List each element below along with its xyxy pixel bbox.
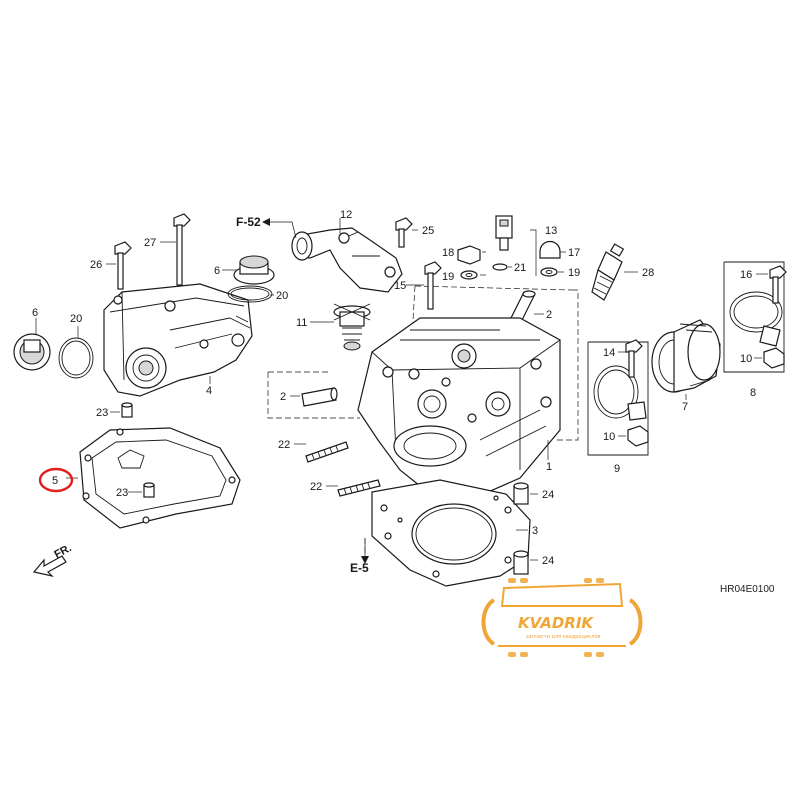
callout-20-left: 20 (70, 313, 82, 325)
callout-6-upper: 6 (214, 265, 220, 277)
clamp-9 (593, 365, 647, 421)
callout-22-upper: 22 (278, 439, 290, 451)
watermark-subtitle: запчасти для квадроциклов (526, 634, 600, 640)
callout-12: 12 (340, 209, 352, 221)
watermark-logo (481, 578, 643, 657)
callout-23-upper: 23 (96, 407, 108, 419)
bolt-27 (173, 213, 191, 286)
bolt-26 (114, 241, 132, 290)
callout-labels: 1 2 2 3 4 5 6 6 7 8 9 10 10 11 12 13 14 … (32, 209, 756, 567)
watermark-text: KVADRIK (518, 614, 594, 632)
cylinder-head-1 (357, 317, 561, 503)
washer-19-right (540, 267, 558, 277)
dowel-24-lower (513, 550, 529, 575)
thermostat-11 (333, 303, 371, 351)
callout-17: 17 (568, 247, 580, 259)
cover-gasket-5 (79, 427, 241, 529)
cap-6-left (13, 333, 51, 371)
callout-24-lower: 24 (542, 555, 554, 567)
insulator-7 (651, 319, 721, 393)
front-direction-icon (32, 555, 67, 578)
callout-24-upper: 24 (542, 489, 554, 501)
ref-label-f52: F-52 (236, 215, 261, 229)
dowel-23-lower (143, 482, 155, 498)
callout-15: 15 (394, 280, 406, 292)
ref-arrow-f52 (262, 218, 297, 239)
nut-10-left (627, 425, 649, 447)
callout-16: 16 (740, 269, 752, 281)
callout-18: 18 (442, 247, 454, 259)
oring-20-left (58, 337, 94, 379)
screw-16 (769, 265, 787, 304)
oring-20-upper (227, 285, 273, 303)
callout-7: 7 (682, 401, 688, 413)
front-label: FR. (52, 542, 73, 561)
nut-10-right (763, 347, 785, 369)
callout-6-left: 6 (32, 307, 38, 319)
bolt-15 (424, 261, 442, 310)
callout-25: 25 (422, 225, 434, 237)
callout-1: 1 (546, 461, 552, 473)
dowel-24-upper (513, 482, 529, 505)
callout-10-right: 10 (740, 353, 752, 365)
callout-11: 11 (296, 317, 307, 329)
stud-22-lower (337, 479, 381, 497)
callout-8: 8 (750, 387, 756, 399)
callout-3: 3 (532, 525, 538, 537)
dowel-2-left (301, 387, 338, 407)
clamp-8 (729, 291, 783, 347)
callout-5: 5 (52, 475, 58, 487)
callout-2-right: 2 (546, 309, 552, 321)
callout-13: 13 (545, 225, 557, 237)
callout-4: 4 (206, 385, 212, 397)
callout-28: 28 (642, 267, 654, 279)
box-part-8 (723, 261, 785, 373)
callout-21: 21 (514, 262, 526, 274)
nut-18 (457, 245, 481, 265)
callout-19-right: 19 (568, 267, 580, 279)
bolt-25 (395, 217, 413, 248)
leader-lines (35, 218, 768, 561)
washer-21 (492, 263, 508, 271)
callout-23-lower: 23 (116, 487, 128, 499)
callout-2-left: 2 (280, 391, 286, 403)
callout-9: 9 (614, 463, 620, 475)
head-cover (103, 283, 253, 397)
highlight-circle (38, 467, 74, 493)
dowel-23-upper (121, 402, 133, 418)
sensor-13 (495, 215, 513, 251)
callout-22-lower: 22 (310, 481, 322, 493)
screw-14 (625, 339, 643, 378)
washer-19-left (460, 270, 478, 280)
cap-nut-17 (539, 240, 561, 259)
spark-plug-28 (591, 243, 625, 301)
callout-19-left: 19 (442, 271, 454, 283)
ref-arrow-e5 (361, 538, 369, 564)
diagram-code: HR04E0100 (720, 584, 775, 595)
callout-10-left: 10 (603, 431, 615, 443)
callout-26: 26 (90, 259, 102, 271)
ref-label-e5: E-5 (350, 561, 369, 575)
box-part-9 (587, 341, 649, 456)
callout-14: 14 (603, 347, 615, 359)
head-gasket-3 (371, 479, 531, 587)
stud-22-upper (305, 441, 349, 463)
callout-20-upper: 20 (276, 290, 288, 302)
thermostat-housing-12 (291, 227, 403, 293)
cap-6-upper (233, 255, 275, 285)
callout-27: 27 (144, 237, 156, 249)
